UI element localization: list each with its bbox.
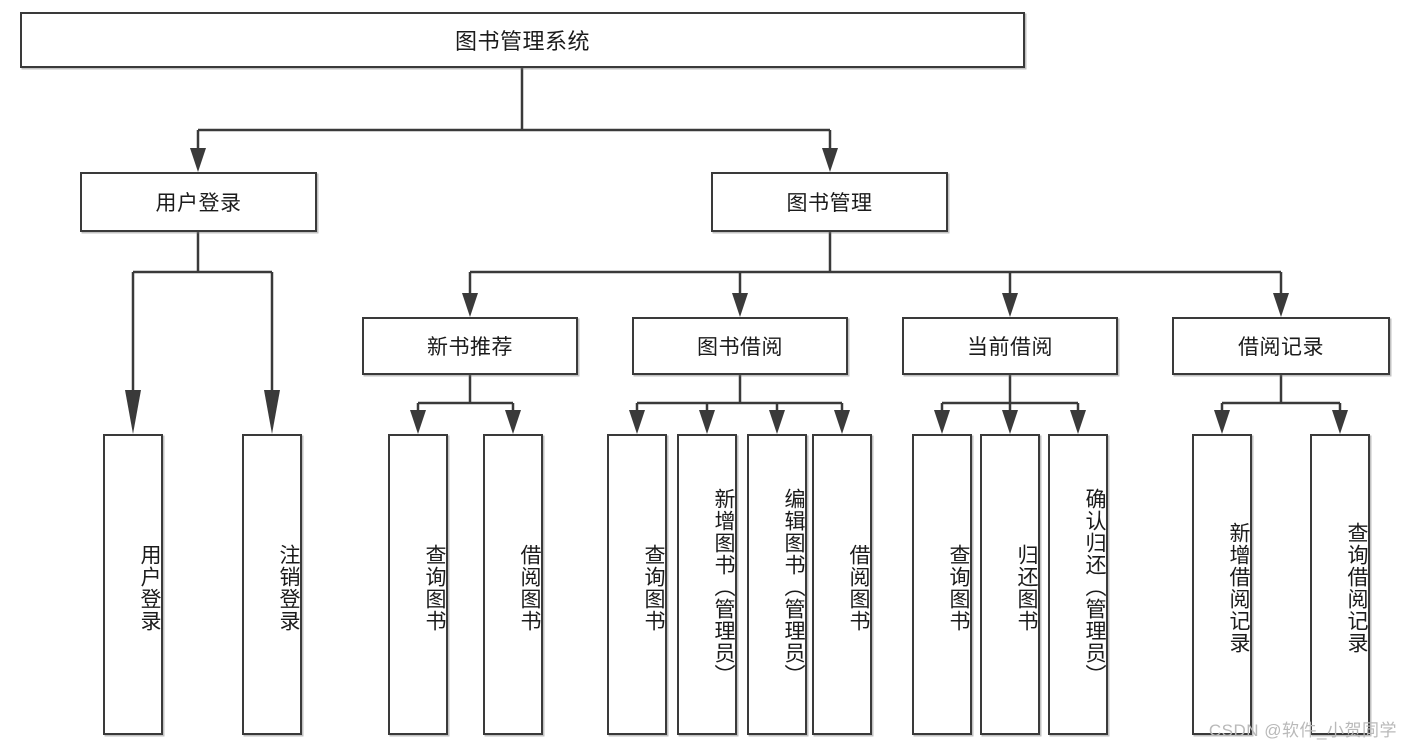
arrowhead-cb-leaf-1 xyxy=(934,410,950,434)
node-user-login[interactable]: 用户登录 xyxy=(80,172,317,232)
leaf-cb-return-book[interactable]: 归还图书 xyxy=(980,434,1040,735)
leaf-br-query-record[interactable]: 查询借阅记录 xyxy=(1310,434,1370,735)
leaf-nb-query-book[interactable]: 查询图书 xyxy=(388,434,448,735)
arrowhead-borrow-record xyxy=(1273,293,1289,317)
leaf-nb-borrow-book[interactable]: 借阅图书 xyxy=(483,434,543,735)
arrowhead-new-book-recommend xyxy=(462,293,478,317)
leaf-user-login[interactable]: 用户登录 xyxy=(103,434,163,735)
leaf-bb-query-book[interactable]: 查询图书 xyxy=(607,434,667,735)
node-borrow-record[interactable]: 借阅记录 xyxy=(1172,317,1390,375)
arrowhead-leaf-logout xyxy=(264,390,280,434)
watermark: CSDN @软件_小贺同学 xyxy=(1208,721,1397,740)
arrowhead-leaf-user-login xyxy=(125,390,141,434)
node-new-book-recommend[interactable]: 新书推荐 xyxy=(362,317,578,375)
node-root[interactable]: 图书管理系统 xyxy=(20,12,1025,68)
leaf-cb-confirm-return-admin[interactable]: 确认归还（管理员） xyxy=(1048,434,1108,735)
node-book-manage[interactable]: 图书管理 xyxy=(711,172,948,232)
arrowhead-user-login xyxy=(190,148,206,172)
arrowhead-br-leaf-1 xyxy=(1214,410,1230,434)
arrowhead-br-leaf-2 xyxy=(1332,410,1348,434)
arrowhead-nb-leaf-1 xyxy=(410,410,426,434)
leaf-br-add-record[interactable]: 新增借阅记录 xyxy=(1192,434,1252,735)
leaf-bb-edit-book-admin[interactable]: 编辑图书（管理员） xyxy=(747,434,807,735)
arrowhead-bb-leaf-3 xyxy=(769,410,785,434)
node-current-borrow[interactable]: 当前借阅 xyxy=(902,317,1118,375)
arrowhead-bb-leaf-4 xyxy=(834,410,850,434)
leaf-bb-add-book-admin[interactable]: 新增图书（管理员） xyxy=(677,434,737,735)
arrowhead-bb-leaf-1 xyxy=(629,410,645,434)
arrowhead-nb-leaf-2 xyxy=(505,410,521,434)
arrowhead-book-manage xyxy=(822,148,838,172)
arrowhead-cb-leaf-3 xyxy=(1070,410,1086,434)
arrowhead-book-borrow xyxy=(732,293,748,317)
arrowhead-current-borrow xyxy=(1002,293,1018,317)
arrowhead-bb-leaf-2 xyxy=(699,410,715,434)
node-book-borrow[interactable]: 图书借阅 xyxy=(632,317,848,375)
leaf-cb-query-book[interactable]: 查询图书 xyxy=(912,434,972,735)
arrowhead-cb-leaf-2 xyxy=(1002,410,1018,434)
leaf-bb-borrow-book[interactable]: 借阅图书 xyxy=(812,434,872,735)
leaf-logout[interactable]: 注销登录 xyxy=(242,434,302,735)
